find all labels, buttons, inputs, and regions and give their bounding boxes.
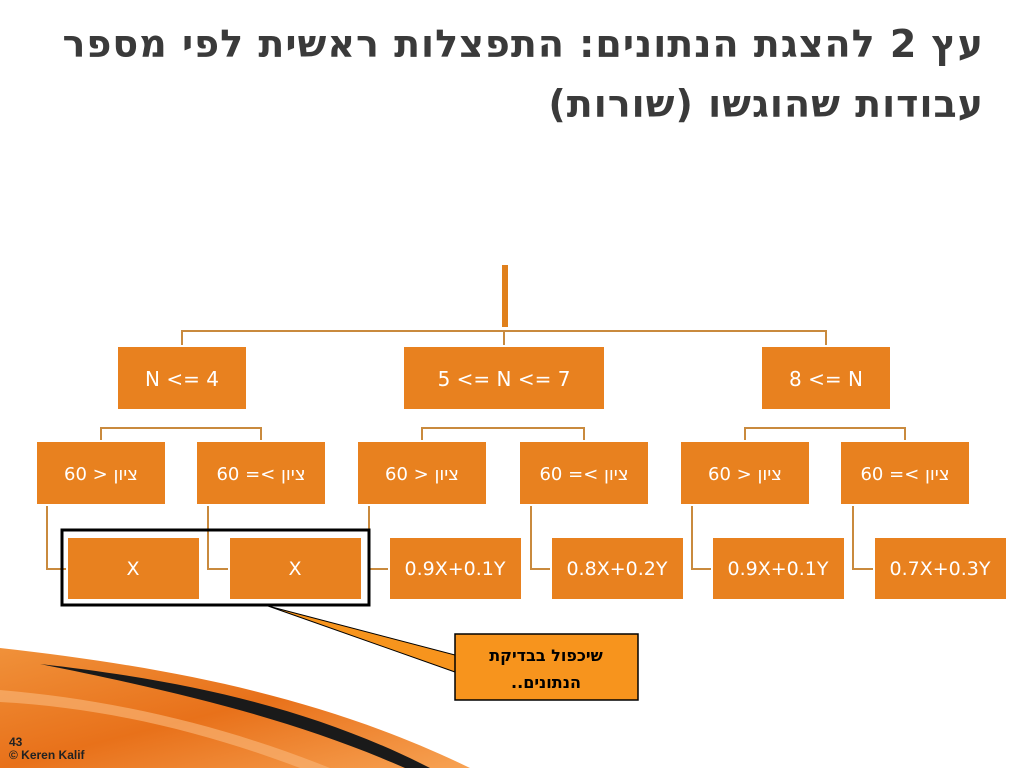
connector-level2-bracket	[744, 427, 906, 441]
leaf-label: X	[288, 558, 301, 580]
leaf-label: 0.7X+0.3Y	[890, 558, 991, 580]
connector-leaf-elbow	[852, 505, 874, 570]
leaf-label: 0.9X+0.1Y	[728, 558, 829, 580]
decorative-swoosh	[0, 648, 470, 768]
leaf-label: 0.9X+0.1Y	[405, 558, 506, 580]
slide-title: עץ 2 להצגת הנתונים: התפצלות ראשית לפי מס…	[62, 22, 984, 126]
callout-line2: הנתונים..	[511, 673, 581, 692]
connector-leaf-elbow	[207, 505, 229, 570]
leaf-node: 0.9X+0.1Y	[711, 536, 846, 601]
connector-leaf-elbow	[530, 505, 551, 570]
level1-node: 8 <= N	[760, 345, 892, 411]
level2-node: ציון >= 60	[518, 440, 650, 506]
connector-leaf-elbow	[46, 505, 67, 570]
level2-label: ציון >= 60	[860, 464, 949, 485]
level1-label: 5 <= N <= 7	[438, 367, 571, 391]
callout-box	[454, 633, 639, 701]
level2-label: ציון < 60	[708, 464, 782, 485]
level2-label: ציון < 60	[385, 464, 459, 485]
leaf-node: X	[66, 536, 201, 601]
page-number: 43	[9, 735, 23, 749]
leaf-node: 0.8X+0.2Y	[550, 536, 685, 601]
level2-label: ציון < 60	[64, 464, 138, 485]
connector-level2-bracket	[421, 427, 585, 441]
leaf-node: X	[228, 536, 363, 601]
highlight-frame	[60, 528, 371, 607]
connector-level2-bracket	[100, 427, 262, 441]
callout-pointer	[267, 605, 456, 673]
level2-label: ציון >= 60	[539, 464, 628, 485]
level2-node: ציון >= 60	[195, 440, 327, 506]
level1-label: N <= 4	[145, 367, 219, 391]
level1-node: 5 <= N <= 7	[402, 345, 606, 411]
copyright: © Keren Kalif	[9, 748, 85, 762]
connector-leaf-elbow	[691, 505, 712, 570]
leaf-node: 0.9X+0.1Y	[388, 536, 523, 601]
tree-trunk	[502, 265, 508, 327]
level2-label: ציון >= 60	[216, 464, 305, 485]
leaf-node: 0.7X+0.3Y	[873, 536, 1008, 601]
leaf-label: 0.8X+0.2Y	[567, 558, 668, 580]
slide-footer: 43 © Keren Kalif	[9, 736, 85, 762]
callout-line1: שיכפול בבדיקת	[489, 646, 603, 665]
level2-node: ציון < 60	[35, 440, 167, 506]
level1-label: 8 <= N	[789, 367, 863, 391]
connector-leaf-elbow	[368, 505, 389, 570]
level2-node: ציון < 60	[356, 440, 488, 506]
level2-node: ציון < 60	[679, 440, 811, 506]
leaf-label: X	[126, 558, 139, 580]
level1-node: N <= 4	[116, 345, 248, 411]
level2-node: ציון >= 60	[839, 440, 971, 506]
